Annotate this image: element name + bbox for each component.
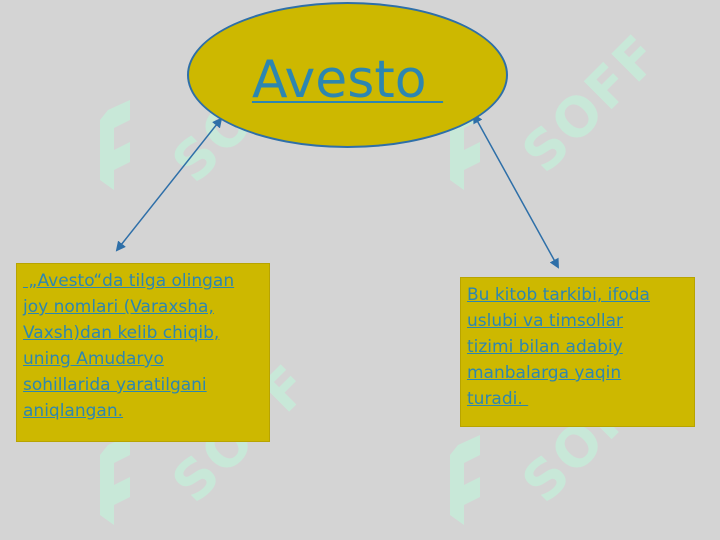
right-info-box: Bu kitob tarkibi, ifoda uslubi va timsol… bbox=[460, 277, 695, 427]
right-box-line[interactable]: uslubi va timsollar bbox=[467, 311, 623, 331]
left-box-line[interactable]: Vaxsh)dan kelib chiqib, bbox=[23, 323, 220, 343]
right-box-line[interactable]: Bu kitob tarkibi, ifoda bbox=[467, 285, 650, 305]
left-box-line[interactable]: sohillarida yaratilgani bbox=[23, 375, 207, 395]
left-box-line[interactable]: joy nomlari (Varaxsha, bbox=[23, 297, 214, 317]
right-connector-arrow bbox=[473, 113, 559, 269]
left-info-box: „Avesto“da tilga olingan joy nomlari (Va… bbox=[16, 263, 270, 442]
watermark-logo-icon bbox=[100, 435, 130, 525]
right-box-line[interactable]: turadi. bbox=[467, 389, 529, 409]
watermark-logo-icon bbox=[450, 435, 480, 525]
title-ellipse bbox=[187, 2, 508, 148]
diagram-title[interactable]: Avesto bbox=[251, 50, 444, 110]
left-connector-arrow bbox=[115, 117, 223, 252]
left-box-line[interactable]: uning Amudaryo bbox=[23, 349, 164, 369]
right-box-line[interactable]: tizimi bilan adabiy bbox=[467, 337, 623, 357]
left-box-line[interactable]: aniqlangan. bbox=[23, 401, 124, 421]
left-box-line[interactable]: „Avesto“da tilga olingan bbox=[23, 271, 235, 291]
right-box-line[interactable]: manbalarga yaqin bbox=[467, 363, 622, 383]
